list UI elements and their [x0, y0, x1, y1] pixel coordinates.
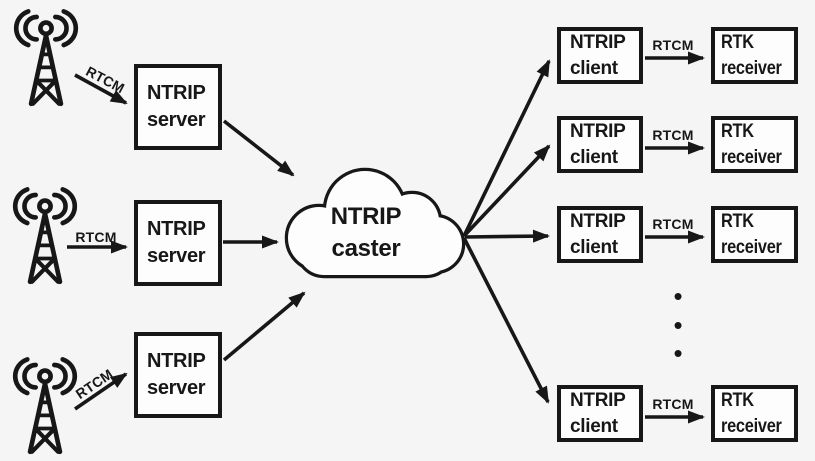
- box-label: receiver: [721, 415, 782, 437]
- radio-tower-icon: [13, 9, 79, 108]
- box-label: RTK: [721, 31, 754, 53]
- box-label: NTRIP: [147, 350, 206, 372]
- ellipsis-dot: •: [673, 309, 683, 340]
- arrow-tower3-server3: [73, 372, 128, 411]
- rtcm-label: RTCM: [652, 396, 693, 412]
- ntrip-server-box: NTRIP server: [134, 64, 222, 150]
- rtcm-label: RTCM: [652, 37, 693, 53]
- box-label: NTRIP: [570, 31, 626, 53]
- arrow-caster-client1: [462, 59, 551, 237]
- arrow-caster-client4: [462, 237, 550, 404]
- rtk-receiver-box: RTK receiver: [711, 27, 798, 84]
- arrow-caster-client3: [464, 229, 550, 243]
- box-label: NTRIP: [570, 389, 626, 411]
- ellipsis-dot: •: [673, 281, 683, 311]
- ntrip-client-box: NTRIP client: [557, 385, 643, 442]
- box-label: receiver: [721, 146, 782, 168]
- rtk-receiver-box: RTK receiver: [711, 206, 798, 263]
- box-label: client: [570, 57, 618, 79]
- box-label: RTK: [721, 210, 754, 232]
- box-label: NTRIP: [570, 120, 626, 142]
- ntrip-caster-cloud: NTRIP caster: [283, 164, 469, 282]
- rtcm-label: RTCM: [652, 127, 693, 143]
- ntrip-client-box: NTRIP client: [557, 27, 643, 84]
- radio-tower-icon: [12, 187, 78, 286]
- ellipsis-dot: •: [673, 338, 683, 368]
- box-label: server: [147, 377, 206, 399]
- box-label: receiver: [721, 57, 782, 79]
- box-label: client: [570, 236, 618, 258]
- box-label: NTRIP: [147, 82, 206, 104]
- ntrip-client-box: NTRIP client: [557, 116, 643, 173]
- cloud-icon: [284, 167, 466, 279]
- box-label: RTK: [721, 389, 754, 411]
- box-label: server: [147, 245, 206, 267]
- arrow-caster-client2: [462, 144, 551, 238]
- arrow-tower1-server1: [74, 73, 128, 105]
- box-label: client: [570, 415, 618, 437]
- rtcm-label: RTCM: [652, 216, 693, 232]
- box-label: server: [147, 109, 206, 131]
- box-label: NTRIP: [330, 203, 402, 230]
- arrow-server3-caster: [222, 291, 306, 362]
- box-label: caster: [331, 235, 401, 262]
- ellipsis-dots: • • •: [668, 282, 688, 368]
- ntrip-server-box: NTRIP server: [134, 200, 222, 286]
- radio-tower-icon: [12, 357, 78, 456]
- box-label: RTK: [721, 120, 754, 142]
- rtcm-label: RTCM: [75, 229, 116, 245]
- rtk-receiver-box: RTK receiver: [711, 116, 798, 173]
- box-label: NTRIP: [570, 210, 626, 232]
- ntrip-server-box: NTRIP server: [134, 332, 222, 418]
- box-label: client: [570, 146, 618, 168]
- arrow-server1-caster: [222, 119, 295, 177]
- rtk-receiver-box: RTK receiver: [711, 385, 798, 442]
- box-label: NTRIP: [147, 218, 206, 240]
- ntrip-client-box: NTRIP client: [557, 206, 643, 263]
- box-label: receiver: [721, 236, 782, 258]
- caster-label: NTRIP caster: [283, 164, 469, 282]
